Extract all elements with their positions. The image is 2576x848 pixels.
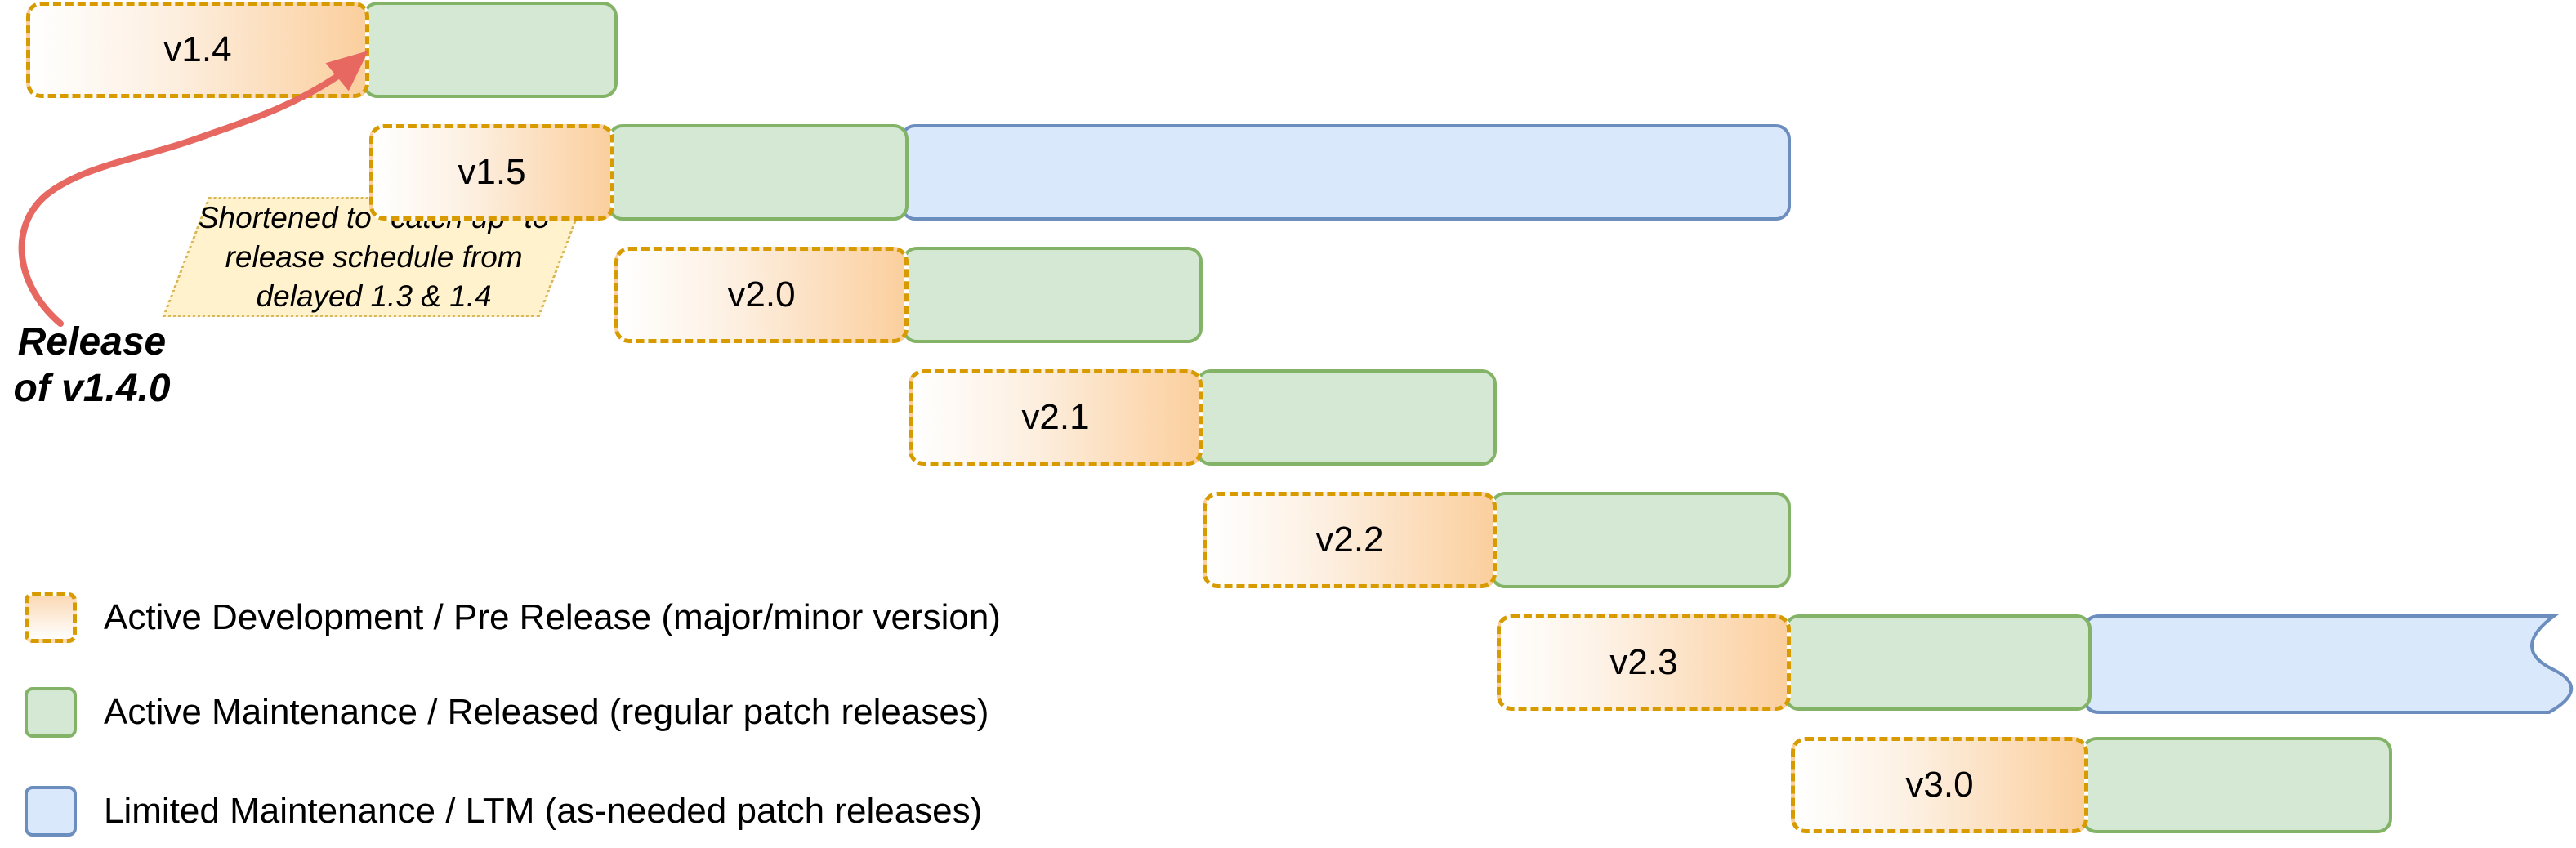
bar-v2.3-development: v2.3 bbox=[1497, 614, 1791, 711]
bar-v2.2-development: v2.2 bbox=[1203, 492, 1497, 588]
bar-label: v1.4 bbox=[163, 29, 232, 69]
bar-v1.5-ltm bbox=[900, 124, 1791, 221]
bar-v1.5-maintenance bbox=[608, 124, 909, 221]
bar-v2.0-maintenance bbox=[902, 247, 1203, 343]
bar-label: v2.3 bbox=[1609, 642, 1678, 682]
bar-v3.0-maintenance bbox=[2082, 737, 2392, 833]
release-label-line: Release bbox=[17, 320, 167, 364]
bar-v2.1-maintenance bbox=[1196, 369, 1497, 466]
bar-v1.4-maintenance bbox=[363, 2, 618, 98]
release-label-line: of v1.4.0 bbox=[13, 367, 171, 410]
note-line: release schedule from bbox=[225, 239, 523, 274]
bar-v1.4-development: v1.4 bbox=[26, 2, 369, 98]
legend-label: Limited Maintenance / LTM (as-needed pat… bbox=[104, 791, 983, 831]
legend-swatch-maint-icon bbox=[25, 687, 77, 738]
bar-label: v2.2 bbox=[1315, 520, 1384, 560]
legend-label: Active Development / Pre Release (major/… bbox=[104, 597, 1001, 637]
legend-swatch-dev-icon bbox=[25, 592, 77, 643]
legend-label: Active Maintenance / Released (regular p… bbox=[104, 692, 989, 732]
bar-v3.0-development: v3.0 bbox=[1791, 737, 2088, 833]
legend-swatch-ltm-icon bbox=[25, 786, 77, 837]
bar-label: v2.1 bbox=[1021, 397, 1090, 437]
bar-label: v1.5 bbox=[458, 152, 526, 192]
note-line: delayed 1.3 & 1.4 bbox=[256, 279, 492, 313]
bar-v2.3-maintenance bbox=[1784, 614, 2092, 711]
bar-v2.1-development: v2.1 bbox=[909, 369, 1203, 466]
bar-label: v3.0 bbox=[1905, 765, 1974, 805]
bar-label: v2.0 bbox=[727, 274, 796, 315]
bar-v1.5-development: v1.5 bbox=[369, 124, 614, 221]
bar-v2.0-development: v2.0 bbox=[614, 247, 909, 343]
bar-v2.2-maintenance bbox=[1490, 492, 1791, 588]
bar-v2.3-ltm-continues bbox=[2083, 614, 2573, 714]
release-of-v140-label: Release of v1.4.0 bbox=[4, 319, 180, 412]
